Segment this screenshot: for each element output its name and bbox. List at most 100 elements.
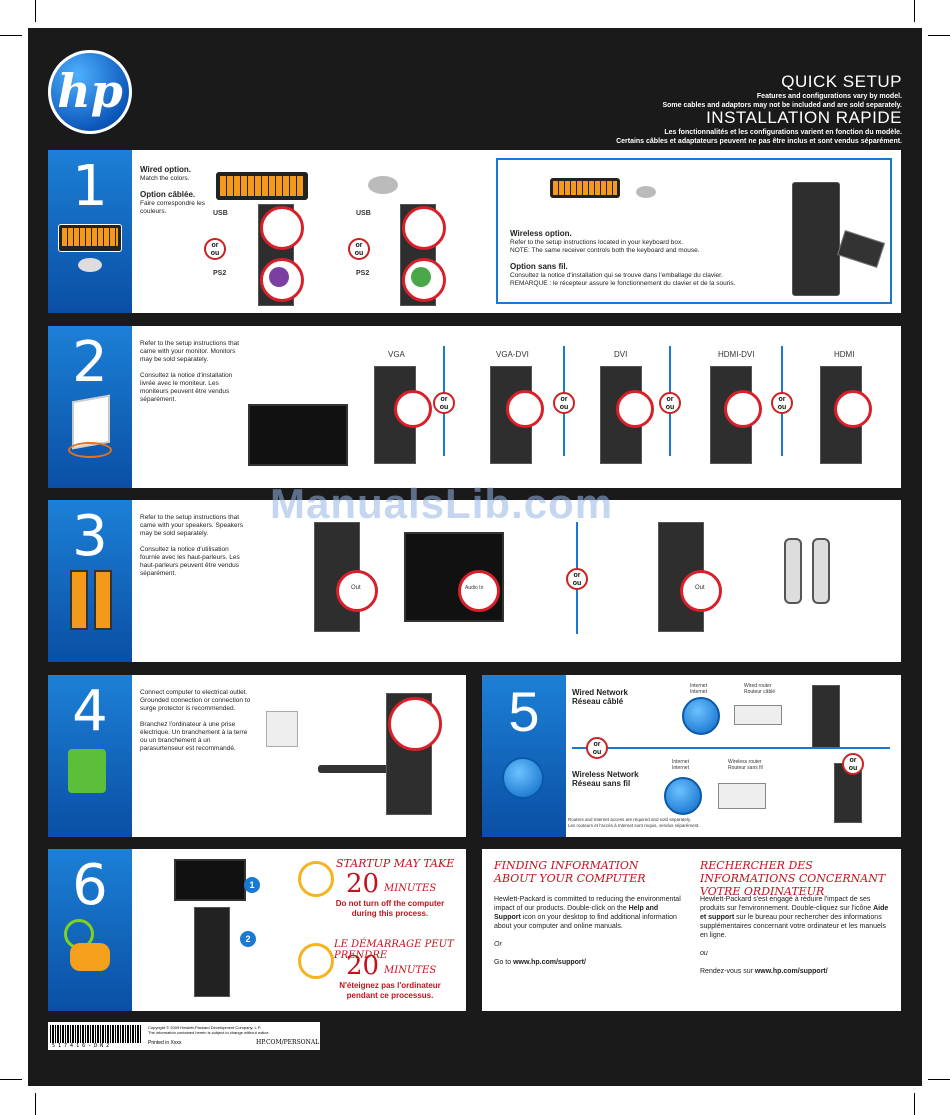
step6-panel: 6 1 2 STARTUP MAY TAKE 20 MINUTES Do not… [48,849,466,1011]
wireless-text: Wireless option. Refer to the setup inst… [510,229,736,288]
printed-in: Printed in Xxxx [148,1040,182,1046]
step-number-panel: 4 [48,675,132,837]
startup-fr: LE DÉMARRAGE PEUT PRENDRE [334,939,454,961]
step-number-panel: 6 [48,849,132,1011]
port-label-dvi: DVI [614,350,628,359]
vga-port-callout [394,390,432,428]
hand-icon [70,943,110,971]
minutes-number: 20 [346,869,380,899]
crop-mark [35,1093,36,1115]
info-panel: FINDING INFORMATION ABOUT YOUR COMPUTER … [482,849,901,1011]
audio-out-callout: Out [336,570,378,612]
footer-url: HP.COM/PERSONAL [256,1039,320,1046]
step-number-panel: 1 [48,150,132,313]
title-fr: INSTALLATION RAPIDE [706,108,902,127]
monitor-stand-icon [68,442,112,458]
keyboard-icon [58,224,122,252]
wireless-option-box: Wireless option. Refer to the setup inst… [496,158,892,304]
crop-mark [914,1093,915,1115]
minutes-fr: MINUTES [384,965,437,976]
wireless-router-image [718,783,766,809]
info-title-fr: RECHERCHER DES INFORMATIONS CONCERNANT V… [700,859,886,898]
wired-text: Wired option.Match the colors. Option câ… [140,165,206,216]
port-label-vga-dvi: VGA-DVI [496,350,529,359]
minutes-en: MINUTES [384,883,437,894]
startup-en: STARTUP MAY TAKE [336,857,455,870]
port-label-hdmi: HDMI [834,350,855,359]
header-en: QUICK SETUP Features and configurations … [662,72,902,110]
dvi-port-callout [506,390,544,428]
crop-mark [0,1079,22,1080]
crop-mark [35,0,36,22]
crop-mark [928,35,950,36]
step1-panel: 1 Wired option.Match the colors. Option … [48,150,901,313]
mouse-image [368,176,398,194]
step-number-panel: 2 [48,326,132,488]
dvi-port-callout [616,390,654,428]
speaker-image [812,538,830,604]
hp-logo: hp [48,50,132,134]
speaker-image [784,538,802,604]
barcode [50,1025,142,1043]
minutes-number: 20 [346,951,380,981]
wall-outlet [266,711,298,747]
clock-icon [298,861,334,897]
internet-globe [682,697,720,735]
monitor-image [174,859,246,901]
speaker-icon [70,570,88,630]
title-en: QUICK SETUP [781,72,902,91]
ps2-label: PS2 [213,270,227,277]
crop-mark [914,0,915,22]
sub-fr-2: Certains câbles et adaptateurs peuvent n… [616,138,902,145]
mouse-icon [78,258,102,272]
computer-front [194,907,230,997]
usb-receiver [837,230,885,268]
keyboard-image [216,172,308,200]
step4-panel: 4 Connect computer to electrical outlet.… [48,675,466,837]
power-port-callout [388,697,442,751]
sub-en-2: Some cables and adaptors may not be incl… [662,102,902,109]
step-number-panel: 5 [482,675,566,837]
info-title-en: FINDING INFORMATION ABOUT YOUR COMPUTER [494,859,646,885]
sub-fr-1: Les fonctionnalités et les configuration… [664,129,902,136]
step-number-panel: 3 [48,500,132,662]
port-label-hdmi-dvi: HDMI-DVI [718,350,755,359]
power-instructions: Connect computer to electrical outlet. G… [140,689,251,752]
speaker-instructions: Refer to the setup instructions that cam… [140,514,243,577]
ps2-port-callout [260,258,304,302]
internet-globe [664,777,702,815]
wireless-mouse-image [636,186,656,198]
network-footnote: Routers and Internet access are required… [568,817,700,828]
step-number: 1 [72,154,108,219]
info-body-fr: Hewlett-Packard s'est engagé à réduire l… [700,896,889,975]
wireless-keyboard-image [550,178,620,198]
step-number: 3 [72,504,108,569]
computer-back [812,685,840,749]
monitor-image [248,404,348,466]
callout-badge-2: 2 [240,931,256,947]
step2-panel: 2 Refer to the setup instructions that c… [48,326,901,488]
clock-icon [298,943,334,979]
audio-out-callout: Out [680,570,722,612]
step3-panel: 3 Refer to the setup instructions that c… [48,500,901,662]
port-label-vga: VGA [388,350,405,359]
wired-router-image [734,705,782,725]
ps2-label: PS2 [356,270,370,277]
